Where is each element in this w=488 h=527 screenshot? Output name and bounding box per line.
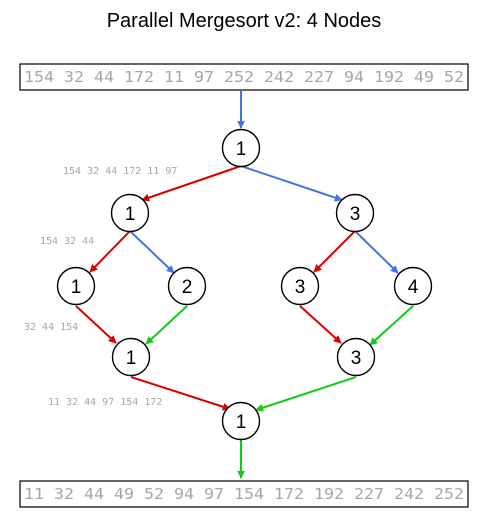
node-root-circle	[221, 128, 261, 168]
edge-a-to-merge-left	[75, 305, 117, 344]
node-l2-b-label: 2	[182, 277, 193, 298]
node-l2-d: 4	[393, 266, 433, 306]
node-l1-left-label: 1	[125, 204, 136, 225]
edge-l1-left-to-b	[129, 230, 175, 274]
edge-l1-right-to-c	[313, 230, 356, 273]
node-l2-c-circle	[280, 266, 320, 306]
node-root: 1	[221, 128, 261, 168]
node-l1-left: 1	[110, 193, 150, 233]
node-merge-root: 1	[221, 401, 261, 441]
edge-root-to-l1-left	[141, 165, 242, 202]
input-array-text: 154 32 44 172 11 97 252 242 227 94 192 4…	[24, 68, 464, 86]
diagram-title: Parallel Mergesort v2: 4 Nodes	[107, 10, 382, 32]
node-l2-d-label: 4	[408, 277, 419, 298]
node-l2-d-circle	[393, 266, 433, 306]
edge-b-to-merge-left	[145, 305, 188, 345]
node-l2-b: 2	[167, 266, 207, 306]
output-array-box	[19, 480, 469, 508]
edge-merge-left-to-root	[130, 376, 231, 411]
label-split-root-left: 154 32 44 172 11 97	[63, 166, 177, 177]
edge-l1-right-to-d	[354, 230, 399, 274]
node-l1-right: 3	[335, 193, 375, 233]
node-l2-a-label: 1	[71, 277, 82, 298]
node-l2-c: 3	[280, 266, 320, 306]
label-merged-left-pair: 32 44 154	[24, 322, 78, 333]
node-l2-a: 1	[56, 266, 96, 306]
node-merge-right-circle	[336, 337, 376, 377]
node-merge-left: 1	[111, 337, 151, 377]
node-merge-right-label: 3	[351, 348, 362, 369]
node-l1-left-circle	[110, 193, 150, 233]
node-merge-left-circle	[111, 337, 151, 377]
node-l2-b-circle	[167, 266, 207, 306]
edge-l1-left-to-a	[89, 230, 131, 273]
edge-c-to-merge-right	[299, 305, 342, 344]
node-merge-left-label: 1	[126, 348, 137, 369]
input-array-box	[19, 63, 469, 91]
node-l1-right-circle	[335, 193, 375, 233]
output-array-text: 11 32 44 49 52 94 97 154 172 192 227 242…	[24, 485, 464, 503]
node-l2-c-label: 3	[295, 277, 306, 298]
node-merge-right: 3	[336, 337, 376, 377]
edge-root-to-l1-right	[240, 165, 343, 202]
label-split-l1-left: 154 32 44	[40, 236, 94, 247]
node-root-label: 1	[236, 139, 247, 160]
label-merged-final-left: 11 32 44 97 154 172	[48, 397, 162, 408]
edge-d-to-merge-right	[369, 305, 414, 346]
node-merge-root-label: 1	[236, 412, 247, 433]
edges	[75, 91, 414, 479]
node-l2-a-circle	[56, 266, 96, 306]
edge-merge-right-to-root	[255, 376, 357, 412]
node-merge-root-circle	[221, 401, 261, 441]
node-l1-right-label: 3	[350, 204, 361, 225]
